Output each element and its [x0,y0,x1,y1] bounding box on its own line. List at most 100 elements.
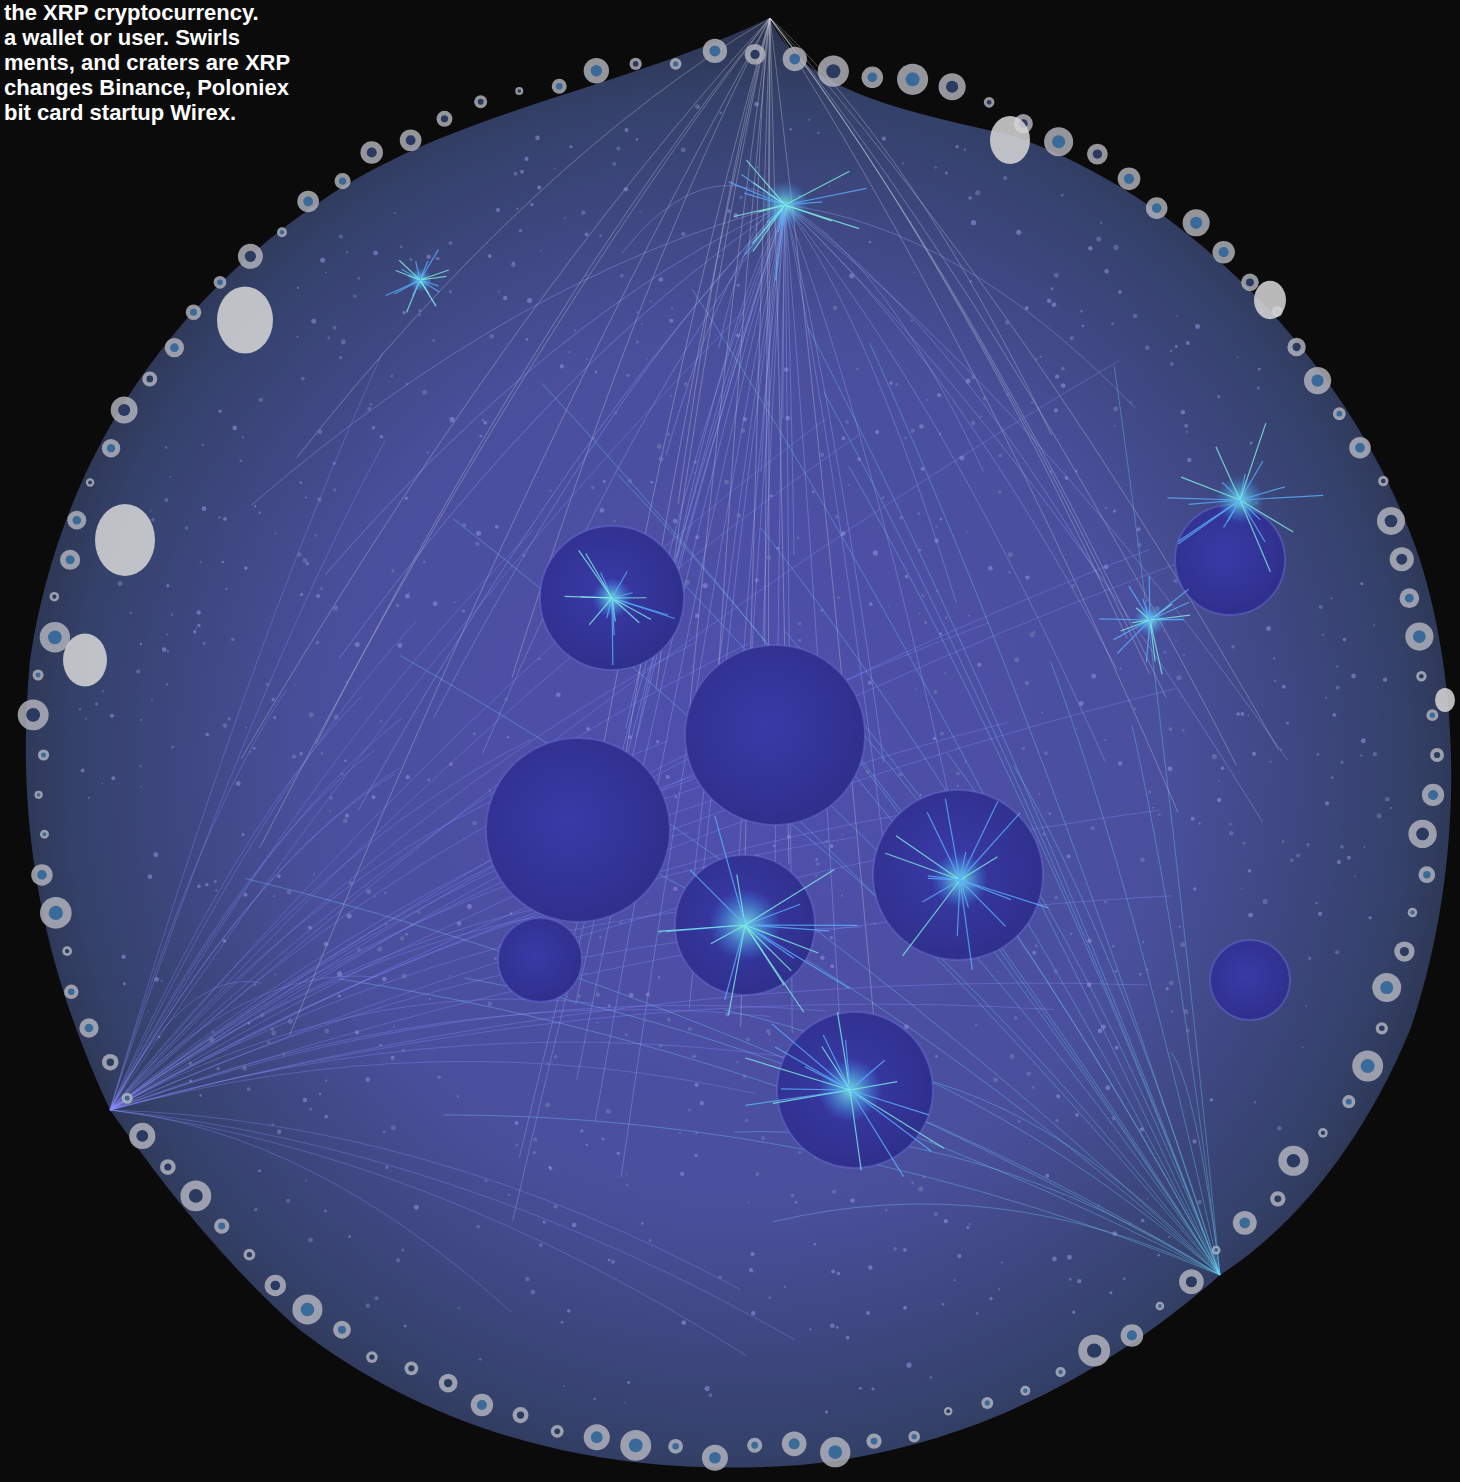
wallet-dot [944,1219,948,1223]
wallet-dot [253,747,256,750]
wallet-dot [366,1077,370,1081]
wallet-dot [968,1223,970,1225]
wallet-dot [1119,667,1121,669]
wallet-dot [355,642,360,647]
burst-ray [1149,576,1151,620]
edge-line [734,1132,1220,1275]
rim-bubble-core [1127,1330,1137,1340]
wallet-dot [1141,1219,1145,1223]
wallet-dot [476,531,481,536]
rim-bubble [1378,476,1388,486]
wallet-dot [666,775,670,779]
wallet-dot [856,368,858,370]
wallet-dot [405,594,410,599]
rim-bubble-core [49,906,63,920]
burst-ray [960,880,968,908]
wallet-dot [649,1239,652,1242]
wallet-dot [1169,981,1174,986]
rim-bubble [67,511,86,530]
rim-bubble-core [1413,630,1426,643]
wallet-dot [893,1247,897,1251]
wallet-dot [614,411,617,414]
wallet-dot [277,1130,281,1134]
wallet-dot [405,497,408,500]
wallet-dot [875,430,879,434]
wallet-dot [837,596,840,599]
wallet-dot [591,486,595,490]
wallet-dot [1335,950,1339,954]
wallet-dot [919,424,924,429]
wallet-dot [997,971,999,973]
rim-bubble-core [247,1252,252,1257]
wallet-dot [679,1132,681,1134]
wallet-dot [366,1304,370,1308]
wallet-dot [1031,402,1033,404]
rim-bubble [1399,588,1419,608]
burst-ray [715,816,745,925]
burst-ray [420,250,438,280]
wallet-dot [296,336,298,338]
wallet-dot [1030,632,1035,637]
wallet-dot [343,818,348,823]
wallet-dot [524,157,528,161]
wallet-dot [871,1387,874,1390]
rim-bubble [1349,437,1371,459]
rim-bubble-core [245,251,256,262]
rim-bubble [1333,407,1346,420]
rim-bubble-core [41,752,46,757]
wallet-dot [968,615,970,617]
wallet-dot [218,410,221,413]
wallet-dot [657,930,661,934]
burst-ray [659,925,745,931]
wallet-dot [423,561,426,564]
rim-bubble [1416,671,1426,681]
wallet-dot [519,229,522,232]
wallet-dot [1210,1098,1213,1101]
edge-line [770,18,1166,698]
wallet-dot [1385,797,1390,802]
wallet-dot [254,505,256,507]
edge-line [110,999,594,1110]
wallet-dot [681,1320,686,1325]
burst-ray [773,1090,850,1103]
network-globe [26,18,1451,1468]
wallet-dot [1054,408,1058,412]
wallet-dot [868,681,872,685]
wallet-dot [1274,680,1276,682]
burst-ray [420,280,436,306]
wallet-dot [919,613,921,615]
wallet-dot [254,1208,258,1212]
burst-ray [386,280,420,296]
rim-bubble [703,39,727,63]
wallet-dot [494,957,497,960]
wallet-dot [1157,1254,1159,1256]
rim-bubble-core [65,949,69,953]
rim-bubble [1278,1146,1308,1176]
wallet-dot [585,274,587,276]
wallet-dot [1147,1198,1149,1200]
rim-bubble-core [73,516,82,525]
wallet-dot [837,1272,841,1276]
wallet-dot [118,581,123,586]
rim-bubble-core [1152,203,1162,213]
edge-line [633,532,1220,1275]
wallet-dot [1112,1231,1117,1236]
wallet-dot [1040,356,1042,358]
wallet-dot [833,305,838,310]
wallet-dot [418,313,421,316]
wallet-dot [1104,507,1107,510]
rim-bubble-core [1405,594,1414,603]
burst-ray [745,1090,850,1105]
wallet-dot [619,921,622,924]
rim-bubble-core [1239,1217,1250,1228]
wallet-dot [346,251,348,253]
rim-bubble [1304,367,1331,394]
wallet-dot [899,516,903,520]
burst-ray [1240,500,1265,542]
rim-bubble-core [1093,149,1102,158]
wallet-dot [603,480,606,483]
burst-ray [781,1089,850,1090]
wallet-dot [1175,640,1177,642]
wallet-dot [242,1066,247,1071]
rim-bubble [335,173,351,189]
